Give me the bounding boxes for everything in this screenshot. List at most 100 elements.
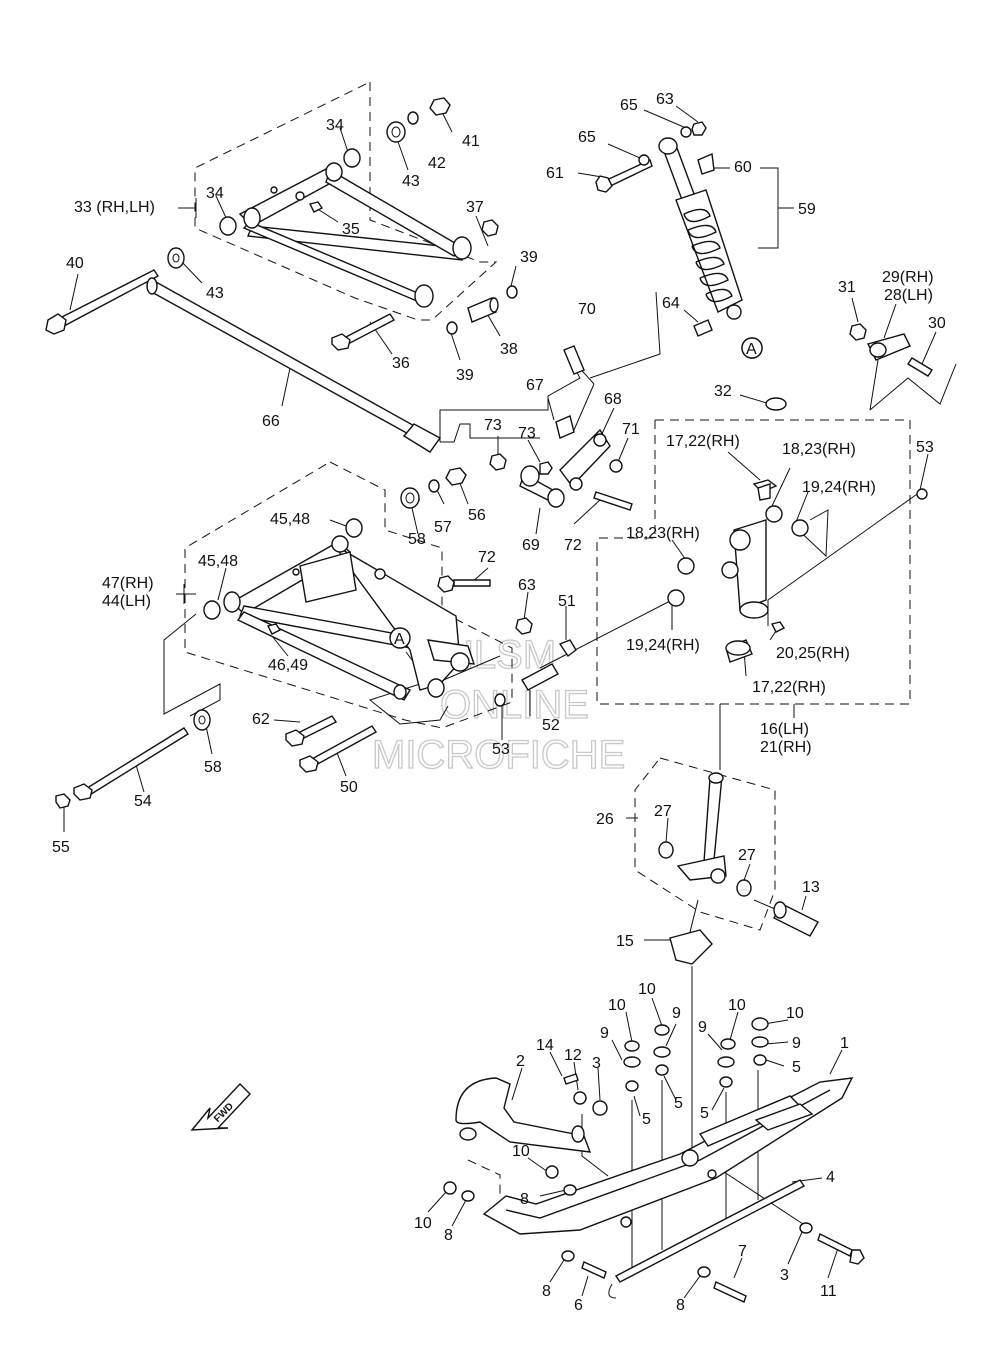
callout-27-upper: 27 (654, 803, 672, 820)
callout-17-22-upper: 17,22(RH) (666, 433, 740, 450)
callout-7: 7 (738, 1243, 747, 1260)
callout-43-lower: 43 (206, 285, 224, 302)
callout-32: 32 (714, 383, 732, 400)
fwd-arrow-icon: FWD (190, 1082, 251, 1131)
callout-33: 33 (RH,LH) (74, 199, 155, 216)
callout-68: 68 (604, 391, 622, 408)
callout-50: 50 (340, 779, 358, 796)
callout-10-e: 10 (512, 1143, 530, 1160)
callout-39-upper: 39 (520, 249, 538, 266)
steering-arm-parts (765, 323, 933, 411)
callout-73-right: 73 (518, 425, 536, 442)
callout-34-lower: 34 (206, 185, 224, 202)
callout-5-a: 5 (642, 1111, 651, 1128)
callout-60: 60 (734, 159, 752, 176)
callout-27-lower: 27 (738, 847, 756, 864)
callout-9-b: 9 (600, 1025, 609, 1042)
callout-53-lower: 53 (492, 741, 510, 758)
callout-29: 29(RH) (882, 269, 934, 286)
callout-58-lower: 58 (204, 759, 222, 776)
callout-42: 42 (428, 155, 446, 172)
callout-16: 16(LH) (760, 721, 809, 738)
spindle (658, 772, 819, 965)
lower-hardware (55, 467, 467, 809)
callout-9-a: 9 (672, 1005, 681, 1022)
callout-57: 57 (434, 519, 452, 536)
callout-26: 26 (596, 811, 614, 828)
linkage-parts (437, 345, 633, 707)
upper-hardware (45, 97, 518, 351)
callout-39-lower: 39 (456, 367, 474, 384)
callout-37: 37 (466, 199, 484, 216)
steering-column (667, 479, 928, 663)
watermark-line3: MICROFICHE (372, 733, 625, 777)
callout-31: 31 (838, 279, 856, 296)
callout-46-49: 46,49 (268, 657, 308, 674)
callout-66: 66 (262, 413, 280, 430)
callout-18-23-upper: 18,23(RH) (782, 441, 856, 458)
callout-5-c: 5 (700, 1105, 709, 1122)
reference-markers: A A (389, 337, 763, 649)
leader-lines (63, 105, 957, 1299)
callout-64: 64 (662, 295, 680, 312)
callout-8-d: 8 (676, 1297, 685, 1314)
reference-a-lower (389, 627, 411, 649)
callout-11: 11 (820, 1283, 837, 1300)
callout-9-d: 9 (792, 1035, 801, 1052)
callout-36: 36 (392, 355, 410, 372)
callout-65-upper: 65 (620, 97, 638, 114)
callout-19-24-lower: 19,24(RH) (626, 637, 700, 654)
callout-8-c: 8 (542, 1283, 551, 1300)
shaft-66 (146, 277, 442, 453)
callout-52: 52 (542, 717, 560, 734)
callout-15: 15 (616, 933, 634, 950)
callout-67: 67 (526, 377, 544, 394)
callout-13: 13 (802, 879, 820, 896)
callout-56: 56 (468, 507, 486, 524)
callout-38: 38 (500, 341, 518, 358)
callout-55: 55 (52, 839, 70, 856)
callout-8-b: 8 (444, 1227, 453, 1244)
callout-58-upper: 58 (408, 531, 426, 548)
callout-10-a: 10 (638, 981, 656, 998)
callout-3-upper: 3 (592, 1055, 601, 1072)
reference-a-upper-label: A (746, 341, 757, 358)
callout-40: 40 (66, 255, 84, 272)
upper-a-arm (238, 162, 472, 308)
callout-45-48-lower: 45,48 (198, 553, 238, 570)
callout-43-upper: 43 (402, 173, 420, 190)
callout-12: 12 (564, 1047, 582, 1064)
callout-44: 44(LH) (102, 593, 151, 610)
shock-absorber (595, 121, 763, 359)
callout-47: 47(RH) (102, 575, 154, 592)
callout-19-24-upper: 19,24(RH) (802, 479, 876, 496)
callout-8-a: 8 (520, 1191, 529, 1208)
callout-5-right: 5 (792, 1059, 801, 1076)
callout-72-upper: 72 (564, 537, 582, 554)
callout-34-upper: 34 (326, 117, 344, 134)
callout-3-lower: 3 (780, 1267, 789, 1284)
callout-10-f: 10 (414, 1215, 432, 1232)
callout-73-left: 73 (484, 417, 502, 434)
lower-a-arm (223, 535, 476, 701)
group-outlines (184, 81, 911, 1195)
callout-10-b: 10 (608, 997, 626, 1014)
callout-17-22-lower: 17,22(RH) (752, 679, 826, 696)
callout-59: 59 (798, 201, 816, 218)
callout-5-b: 5 (674, 1095, 683, 1112)
callout-45-48-upper: 45,48 (270, 511, 310, 528)
callout-21: 21(RH) (760, 739, 812, 756)
callout-54: 54 (134, 793, 152, 810)
callout-10-d: 10 (786, 1005, 804, 1022)
reference-a-upper (741, 337, 763, 359)
callout-41: 41 (462, 133, 480, 150)
callout-6: 6 (574, 1297, 583, 1314)
callout-18-23-lower: 18,23(RH) (626, 525, 700, 542)
callout-63-upper: 63 (656, 91, 674, 108)
ski (443, 1017, 865, 1303)
callout-71: 71 (622, 421, 640, 438)
callout-51: 51 (558, 593, 576, 610)
callout-28: 28(LH) (884, 287, 933, 304)
